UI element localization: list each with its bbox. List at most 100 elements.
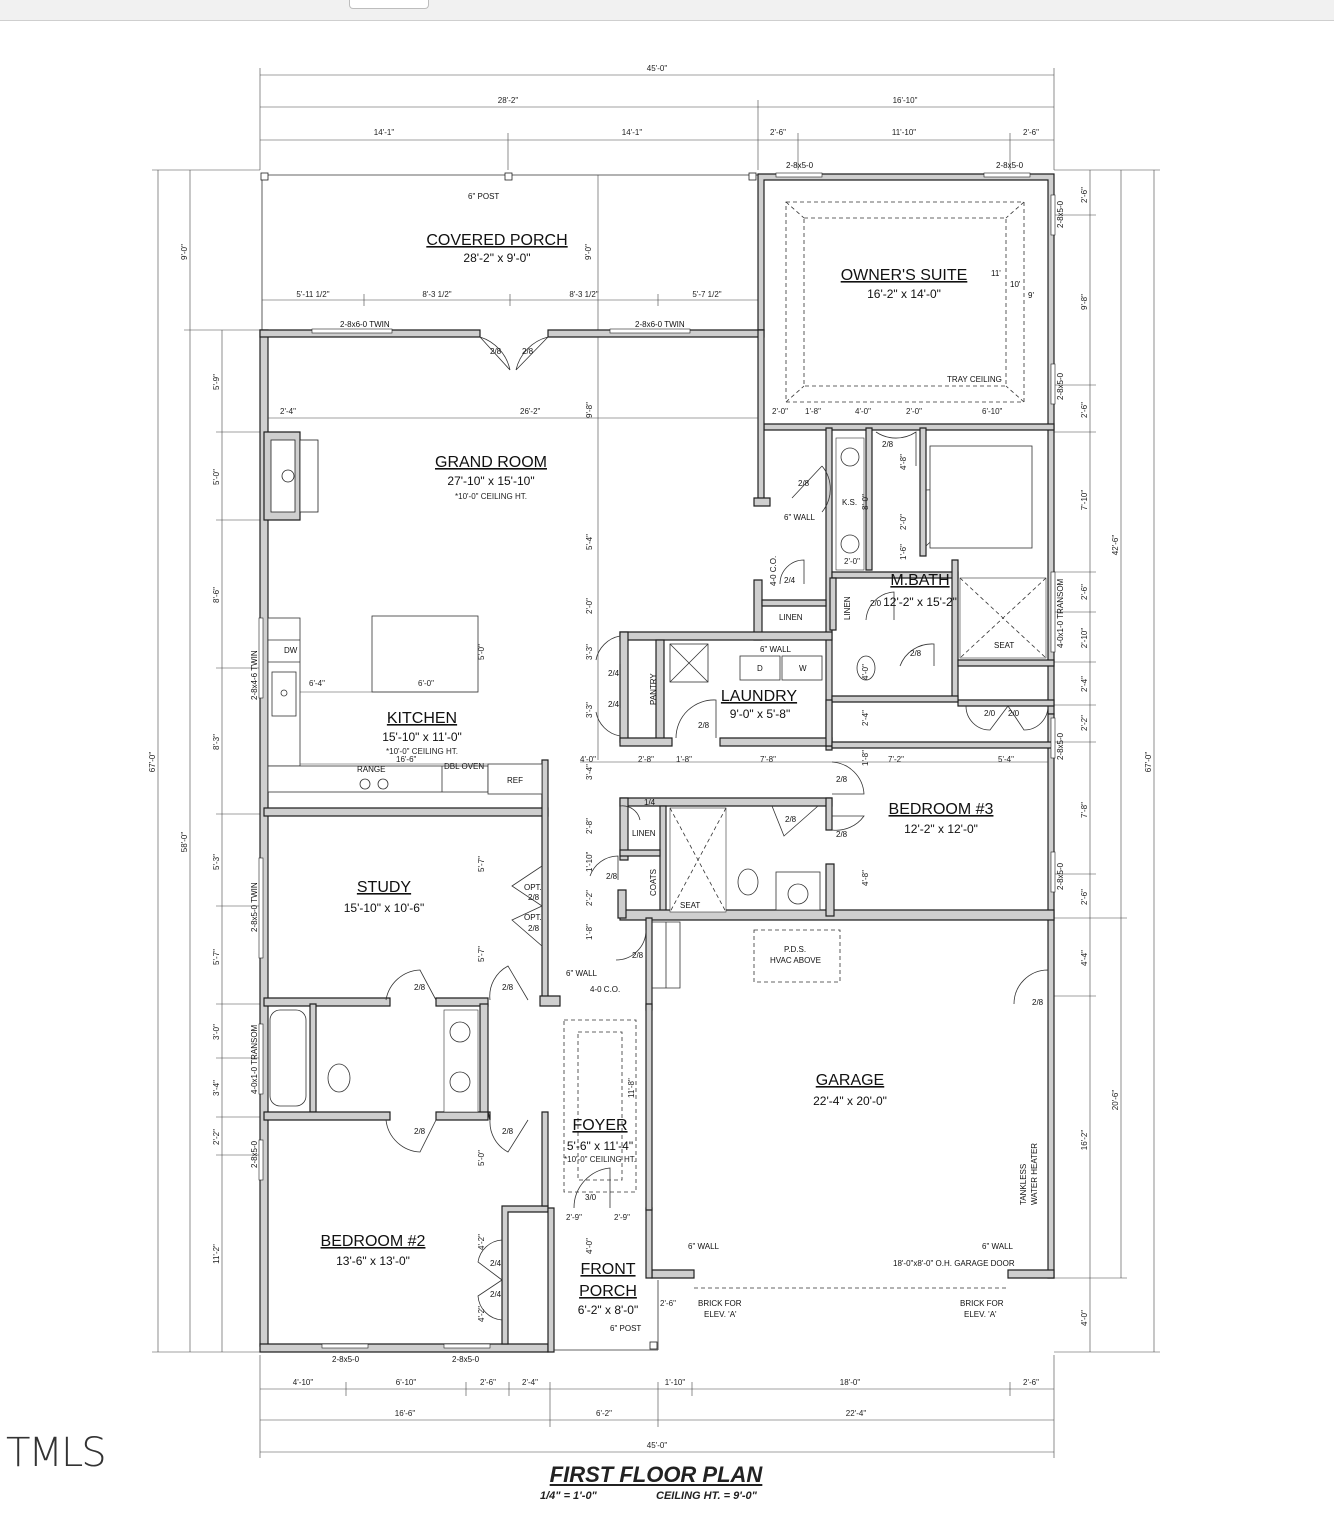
dim-l5: 5'-3" [212,854,221,870]
dryer-label: D [757,664,763,673]
svg-text:8'-0": 8'-0" [861,494,870,510]
svg-text:3'-3": 3'-3" [585,644,594,660]
dim-r2: 9'-8" [1080,294,1089,310]
foyer-name: FOYER [572,1117,627,1134]
bedroom3-size: 12'-2" x 12'-0" [904,822,978,836]
dim-left-top: 9'-0" [180,244,189,260]
linen-label-3: LINEN [632,829,656,838]
linen-label-1: LINEN [779,613,803,622]
dim-h5: 7'-2" [888,755,904,764]
garage-door-label: 18'-0"x8'-0" O.H. GARAGE DOOR [893,1259,1015,1268]
door-linen-small: 1/4 [644,798,656,807]
front-porch-size: 6'-2" x 8'-0" [578,1303,638,1317]
ks-label: K.S. [842,498,857,507]
kitchen-size: 15'-10" x 11'-0" [382,730,462,744]
svg-text:10': 10' [1010,280,1021,289]
door-porch-left: 2/8 [490,347,502,356]
door-bed3-closet-1: 2/0 [984,709,996,718]
svg-text:1'-6": 1'-6" [899,544,908,560]
covered-porch-size: 28'-2" x 9'-0" [463,251,530,265]
pantry-label: PANTRY [649,673,658,705]
garage-wall-right: 6" WALL [982,1242,1014,1251]
dim-l2: 5'-0" [212,469,221,485]
post-label-front: 6" POST [610,1324,641,1333]
dim-left-total: 67'-0" [148,752,157,773]
svg-text:9'-0": 9'-0" [584,244,593,260]
dim-p4: 5'-7 1/2" [692,290,721,299]
browser-toolbar [0,0,1334,21]
svg-text:2'-8": 2'-8" [585,818,594,834]
front-porch-name-2: PORCH [579,1283,637,1300]
dim-l7: 3'-0" [212,1024,221,1040]
dim-h3: 1'-8" [676,755,692,764]
svg-text:1'-8": 1'-8" [861,750,870,766]
svg-text:2'-2": 2'-2" [585,890,594,906]
svg-text:9'-8": 9'-8" [585,402,594,418]
svg-text:1'-8": 1'-8" [585,924,594,940]
dim-b4: 2'-4" [522,1378,538,1387]
door-linen: 2/4 [784,576,796,585]
door-bed2-closet-2: 2/4 [490,1290,502,1299]
window-bed2-side: 2-8x5-0 [250,1140,259,1168]
dim-overall-bottom: 45'-0" [647,1441,668,1450]
bedroom2-size: 13'-6" x 13'-0" [336,1254,410,1268]
tankless-2: WATER HEATER [1030,1143,1039,1205]
dim-g2: 26'-2" [520,407,541,416]
door-opt-1-label: OPT. [524,883,542,892]
window-twin-left: 2-8x6-0 TWIN [340,320,390,329]
plan-ceiling: CEILING HT. = 9'-0" [656,1490,757,1502]
dim-k3: 16'-6" [396,755,417,764]
dim-r11: 4'-4" [1080,950,1089,966]
door-study-bath: 2/8 [414,983,426,992]
door-bed2-bath: 2/8 [414,1127,426,1136]
bedroom3-name: BEDROOM #3 [889,801,994,818]
seat-label-master: SEAT [994,641,1014,650]
door-opt-2: 2/8 [528,924,540,933]
svg-text:9': 9' [1028,291,1034,300]
tray-ceiling-label: TRAY CEILING [947,375,1002,384]
co-label-hall: 4-0 C.O. [769,556,778,586]
dim-l10: 11'-2" [212,1244,221,1264]
dim-r13: 4'-0" [1080,1310,1089,1326]
owners-suite-name: OWNER'S SUITE [841,267,968,284]
study-size: 15'-10" x 10'-6" [344,901,424,915]
door-study: 2/8 [502,983,514,992]
window-suite-2: 2-8x5-0 [996,161,1024,170]
svg-text:2'-0": 2'-0" [899,514,908,530]
pds-label: P.D.S. [784,945,806,954]
door-porch-right: 2/8 [522,347,534,356]
bedroom2-name: BEDROOM #2 [321,1233,426,1250]
dim-r6: 2'-10" [1080,628,1089,649]
brick-left-2: ELEV. 'A' [704,1310,737,1319]
garage-size: 22'-4" x 20'-0" [813,1094,887,1108]
dim-r9: 7'-8" [1080,802,1089,818]
dim-l4: 8'-3" [212,734,221,750]
dim-p1: 5'-11 1/2" [296,290,329,299]
brick-right-1: BRICK FOR [960,1299,1004,1308]
toolbar-tab[interactable] [349,0,429,9]
svg-text:11': 11' [991,269,1001,278]
window-twin-right: 2-8x6-0 TWIN [635,320,685,329]
dim-l9: 2'-2" [212,1129,221,1145]
dim-r8: 2'-2" [1080,715,1089,731]
door-bed3-hall: 2/8 [836,775,848,784]
dim-t2: 14'-1" [622,128,643,137]
coats-label: COATS [649,869,658,896]
dim-top-b: 16'-10" [893,96,918,105]
svg-text:5'-4": 5'-4" [585,534,594,550]
dim-f1: 2'-9" [566,1213,582,1222]
dim-right-sub: 42'-6" [1111,535,1120,556]
svg-text:2'-0": 2'-0" [844,557,860,566]
seat-label-hall: SEAT [680,901,700,910]
dim-h2: 2'-8" [638,755,654,764]
dim-l3: 8'-6" [212,587,221,603]
window-study: 2-8x5-0 TWIN [250,882,259,932]
door-bed2: 2/8 [502,1127,514,1136]
door-pantry-2: 2/4 [608,700,620,709]
dim-r12: 16'-2" [1080,1130,1089,1151]
washer-label: W [799,664,807,673]
fixtures: 6'-4" 6'-0" 5'-0" DW RANGE DBL OVEN REF … [267,437,1047,1351]
dim-c2: 6'-2" [596,1409,612,1418]
door-pantry-1: 2/4 [608,669,620,678]
